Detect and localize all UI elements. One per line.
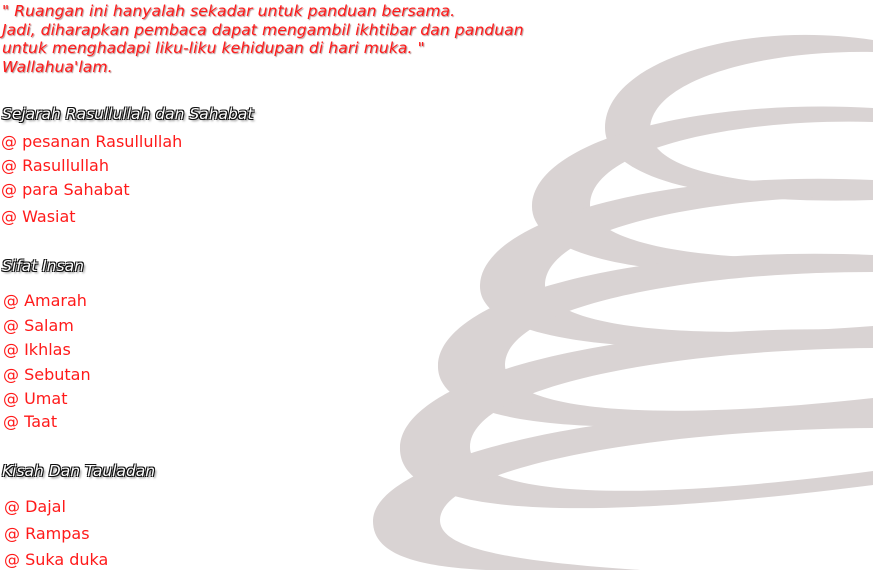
- link-suka-duka[interactable]: @ Suka duka: [4, 550, 109, 569]
- link-para-sahabat[interactable]: @ para Sahabat: [1, 180, 130, 199]
- link-pesanan-rasullullah[interactable]: @ pesanan Rasullullah: [1, 132, 183, 151]
- link-rasullullah[interactable]: @ Rasullullah: [1, 156, 109, 175]
- link-amarah[interactable]: @ Amarah: [3, 291, 87, 310]
- link-rampas[interactable]: @ Rampas: [4, 524, 90, 543]
- link-dajal[interactable]: @ Dajal: [4, 497, 66, 516]
- intro-text: " Ruangan ini hanyalah sekadar untuk pan…: [2, 2, 524, 76]
- section-title-sifat-insan: Sifat Insan: [2, 257, 84, 275]
- main-content: " Ruangan ini hanyalah sekadar untuk pan…: [1, 0, 524, 569]
- section-title-kisah-dan-tauladan: Kisah Dan Tauladan: [2, 462, 156, 480]
- link-sebutan[interactable]: @ Sebutan: [3, 365, 91, 384]
- intro-line: Jadi, diharapkan pembaca dapat mengambil…: [2, 20, 524, 39]
- link-ikhlas[interactable]: @ Ikhlas: [3, 340, 71, 359]
- link-umat[interactable]: @ Umat: [3, 389, 68, 408]
- intro-line: " Ruangan ini hanyalah sekadar untuk pan…: [2, 2, 456, 20]
- intro-line: untuk menghadapi liku-liku kehidupan di …: [2, 39, 425, 57]
- link-taat[interactable]: @ Taat: [3, 412, 58, 431]
- link-salam[interactable]: @ Salam: [3, 316, 74, 335]
- link-wasiat[interactable]: @ Wasiat: [1, 207, 76, 226]
- intro-line: Wallahua'lam.: [2, 57, 113, 76]
- section-title-sejarah: Sejarah Rasullullah dan Sahabat: [2, 105, 254, 123]
